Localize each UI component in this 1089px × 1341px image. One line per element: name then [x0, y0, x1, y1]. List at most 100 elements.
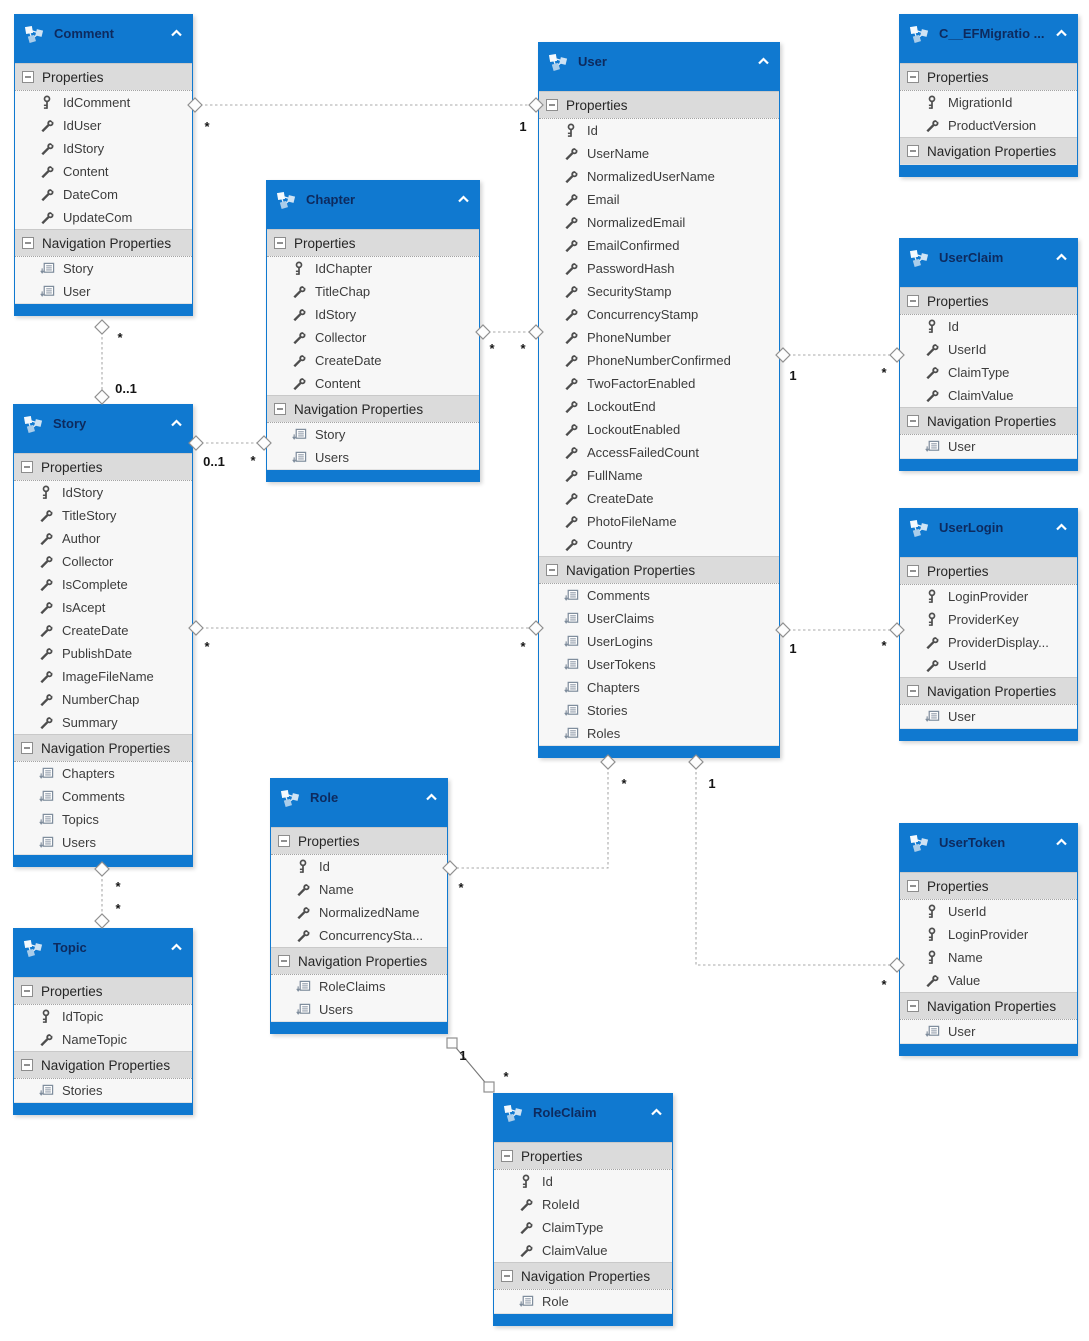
navigation-property-row[interactable]: Stories [539, 699, 779, 722]
navigation-property-row[interactable]: User [900, 705, 1077, 728]
property-row[interactable]: LockoutEnabled [539, 418, 779, 441]
property-row[interactable]: ClaimType [900, 361, 1077, 384]
property-row[interactable]: CreateDate [267, 349, 479, 372]
navigation-property-row[interactable]: Topics [14, 808, 192, 831]
entity-efmigration[interactable]: C__EFMigratio ... Properties MigrationId… [899, 14, 1078, 177]
property-row[interactable]: Name [271, 878, 447, 901]
property-row[interactable]: NormalizedUserName [539, 165, 779, 188]
property-row[interactable]: TitleStory [14, 504, 192, 527]
navigation-section-header[interactable]: Navigation Properties [271, 947, 447, 974]
property-row[interactable]: Name [900, 946, 1077, 969]
navigation-section-header[interactable]: Navigation Properties [15, 229, 192, 256]
collapse-chevron-icon[interactable] [650, 1107, 663, 1117]
property-row[interactable]: LockoutEnd [539, 395, 779, 418]
navigation-property-row[interactable]: UserTokens [539, 653, 779, 676]
navigation-section-header[interactable]: Navigation Properties [539, 556, 779, 583]
properties-section-header[interactable]: Properties [900, 557, 1077, 584]
entity-header[interactable]: Topic [14, 929, 192, 977]
navigation-property-row[interactable]: Story [267, 423, 479, 446]
navigation-property-row[interactable]: Comments [539, 584, 779, 607]
navigation-property-row[interactable]: Users [267, 446, 479, 469]
properties-section-header[interactable]: Properties [900, 287, 1077, 314]
property-row[interactable]: PasswordHash [539, 257, 779, 280]
properties-section-header[interactable]: Properties [15, 63, 192, 90]
property-row[interactable]: NameTopic [14, 1028, 192, 1051]
navigation-property-row[interactable]: Comments [14, 785, 192, 808]
properties-section-header[interactable]: Properties [14, 453, 192, 480]
collapse-minus-icon[interactable] [907, 71, 919, 83]
property-row[interactable]: ConcurrencySta... [271, 924, 447, 947]
collapse-minus-icon[interactable] [22, 71, 34, 83]
navigation-property-row[interactable]: Chapters [14, 762, 192, 785]
property-row[interactable]: Value [900, 969, 1077, 992]
property-row[interactable]: TitleChap [267, 280, 479, 303]
property-row[interactable]: Id [539, 119, 779, 142]
property-row[interactable]: ProductVersion [900, 114, 1077, 137]
navigation-section-header[interactable]: Navigation Properties [14, 1051, 192, 1078]
entity-header[interactable]: RoleClaim [494, 1094, 672, 1142]
collapse-minus-icon[interactable] [907, 685, 919, 697]
property-row[interactable]: IdStory [15, 137, 192, 160]
property-row[interactable]: IsComplete [14, 573, 192, 596]
navigation-property-row[interactable]: User [15, 280, 192, 303]
property-row[interactable]: LoginProvider [900, 923, 1077, 946]
property-row[interactable]: ClaimValue [494, 1239, 672, 1262]
navigation-property-row[interactable]: Chapters [539, 676, 779, 699]
navigation-property-row[interactable]: UserClaims [539, 607, 779, 630]
navigation-property-row[interactable]: User [900, 1020, 1077, 1043]
navigation-property-row[interactable]: RoleClaims [271, 975, 447, 998]
property-row[interactable]: IsAcept [14, 596, 192, 619]
properties-section-header[interactable]: Properties [271, 827, 447, 854]
property-row[interactable]: Collector [14, 550, 192, 573]
collapse-minus-icon[interactable] [21, 742, 33, 754]
property-row[interactable]: ProviderKey [900, 608, 1077, 631]
property-row[interactable]: UserId [900, 654, 1077, 677]
property-row[interactable]: FullName [539, 464, 779, 487]
collapse-minus-icon[interactable] [278, 955, 290, 967]
property-row[interactable]: NumberChap [14, 688, 192, 711]
property-row[interactable]: AccessFailedCount [539, 441, 779, 464]
entity-header[interactable]: Story [14, 405, 192, 453]
entity-header[interactable]: Chapter [267, 181, 479, 229]
property-row[interactable]: UserId [900, 338, 1077, 361]
collapse-chevron-icon[interactable] [170, 28, 183, 38]
navigation-property-row[interactable]: Users [14, 831, 192, 854]
collapse-minus-icon[interactable] [546, 99, 558, 111]
property-row[interactable]: PhoneNumber [539, 326, 779, 349]
property-row[interactable]: Summary [14, 711, 192, 734]
entity-header[interactable]: UserClaim [900, 239, 1077, 287]
property-row[interactable]: Content [15, 160, 192, 183]
property-row[interactable]: PublishDate [14, 642, 192, 665]
collapse-minus-icon[interactable] [546, 564, 558, 576]
collapse-minus-icon[interactable] [22, 237, 34, 249]
navigation-section-header[interactable]: Navigation Properties [267, 395, 479, 422]
collapse-chevron-icon[interactable] [425, 792, 438, 802]
collapse-minus-icon[interactable] [501, 1150, 513, 1162]
property-row[interactable]: PhotoFileName [539, 510, 779, 533]
navigation-section-header[interactable]: Navigation Properties [494, 1262, 672, 1289]
property-row[interactable]: MigrationId [900, 91, 1077, 114]
property-row[interactable]: RoleId [494, 1193, 672, 1216]
navigation-section-header[interactable]: Navigation Properties [900, 137, 1077, 164]
property-row[interactable]: IdComment [15, 91, 192, 114]
collapse-minus-icon[interactable] [907, 295, 919, 307]
entity-header[interactable]: UserLogin [900, 509, 1077, 557]
property-row[interactable]: SecurityStamp [539, 280, 779, 303]
collapse-chevron-icon[interactable] [457, 194, 470, 204]
collapse-chevron-icon[interactable] [1055, 837, 1068, 847]
navigation-section-header[interactable]: Navigation Properties [900, 407, 1077, 434]
collapse-minus-icon[interactable] [501, 1270, 513, 1282]
properties-section-header[interactable]: Properties [267, 229, 479, 256]
property-row[interactable]: CreateDate [14, 619, 192, 642]
collapse-minus-icon[interactable] [274, 403, 286, 415]
navigation-property-row[interactable]: Roles [539, 722, 779, 745]
entity-header[interactable]: Role [271, 779, 447, 827]
property-row[interactable]: CreateDate [539, 487, 779, 510]
